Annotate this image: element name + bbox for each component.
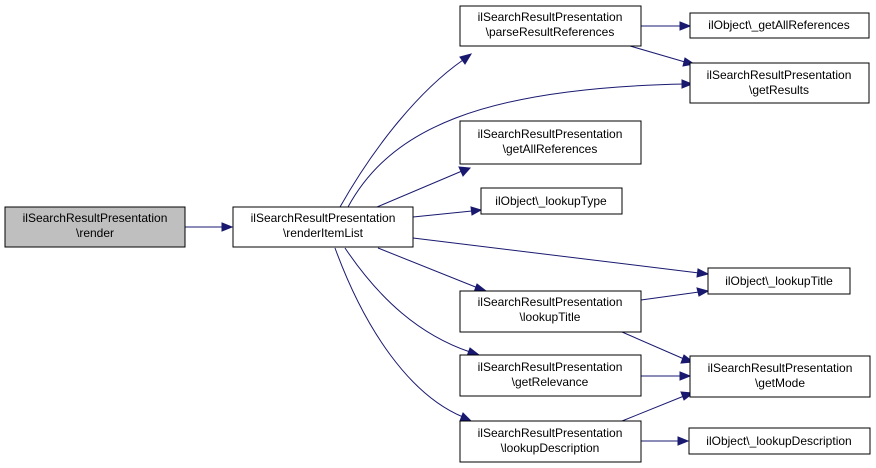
arrowhead [458,166,472,177]
edge-renderItemList-to-getRelevance [344,247,471,353]
edges [185,21,710,446]
arrowhead [696,287,710,297]
edge-renderItemList-to-lookupTitle [377,247,479,289]
edge-renderItemList-to-lookupDescription [334,247,464,418]
svg-text:ilSearchResultPresentation\get: ilSearchResultPresentation\getRelevance [478,360,623,389]
node-lookupDescription[interactable]: ilSearchResultPresentation\lookupDescrip… [459,420,642,463]
edge-renderItemList-to-getAllReferences [376,170,463,208]
svg-text:ilSearchResultPresentation\loo: ilSearchResultPresentation\lookupDescrip… [478,426,623,455]
arrowhead [677,436,690,446]
svg-text:ilObject\_lookupType: ilObject\_lookupType [495,194,607,208]
node-renderItemList[interactable]: ilSearchResultPresentation\renderItemLis… [232,206,414,248]
svg-text:ilSearchResultPresentation\loo: ilSearchResultPresentation\lookupTitle [478,295,623,324]
node-lookupTitleObj[interactable]: ilObject\_lookupTitle [707,267,851,295]
node-getAllReferencesObj[interactable]: ilObject\_getAllReferences [689,12,870,39]
edge-renderItemList-to-lookupType [412,210,473,218]
node-lookupTitle[interactable]: ilSearchResultPresentation\lookupTitle [459,290,642,333]
svg-text:ilSearchResultPresentation\ren: ilSearchResultPresentation\renderItemLis… [251,211,396,240]
edge-lookupTitle-to-getMode [621,331,685,360]
node-lookupType[interactable]: ilObject\_lookupType [480,187,623,215]
edge-renderItemList-to-getResults [347,83,686,208]
arrowhead [681,79,694,89]
arrowhead [459,412,473,422]
node-getAllReferences[interactable]: ilSearchResultPresentation\getAllReferen… [459,120,642,165]
svg-text:ilObject\_getAllReferences: ilObject\_getAllReferences [708,18,849,32]
svg-text:ilSearchResultPresentation\get: ilSearchResultPresentation\getAllReferen… [478,127,623,156]
svg-text:ilSearchResultPresentation\par: ilSearchResultPresentation\parseResultRe… [478,10,623,39]
node-getRelevance[interactable]: ilSearchResultPresentation\getRelevance [459,354,642,397]
edge-lookupDescription-to-getMode [621,395,685,422]
svg-text:ilSearchResultPresentation\ren: ilSearchResultPresentation\render [23,211,168,240]
svg-text:ilObject\_lookupTitle: ilObject\_lookupTitle [725,274,833,288]
edge-lookupTitle-to-lookupTitleObj [640,291,700,301]
node-parseResultReferences[interactable]: ilSearchResultPresentation\parseResultRe… [459,5,642,47]
arrowhead [459,53,473,65]
edge-renderItemList-to-parseResultReferences [339,59,464,208]
node-lookupDescriptionObj[interactable]: ilObject\_lookupDescription [688,427,871,455]
edge-parseResultReferences-to-getResults [629,45,686,63]
node-render[interactable]: ilSearchResultPresentation\render [4,206,186,248]
svg-text:ilObject\_lookupDescription: ilObject\_lookupDescription [706,434,851,448]
svg-text:ilSearchResultPresentation\get: ilSearchResultPresentation\getMode [708,361,853,390]
edge-renderItemList-to-lookupTitleObj [412,237,700,274]
arrowhead [679,371,692,381]
arrowhead [679,21,692,31]
node-getResults[interactable]: ilSearchResultPresentation\getResults [689,62,870,104]
arrowhead [470,206,483,216]
svg-text:ilSearchResultPresentation\get: ilSearchResultPresentation\getResults [707,68,852,97]
arrowhead [221,222,234,232]
arrowhead [696,268,710,278]
node-getMode[interactable]: ilSearchResultPresentation\getMode [689,355,871,398]
